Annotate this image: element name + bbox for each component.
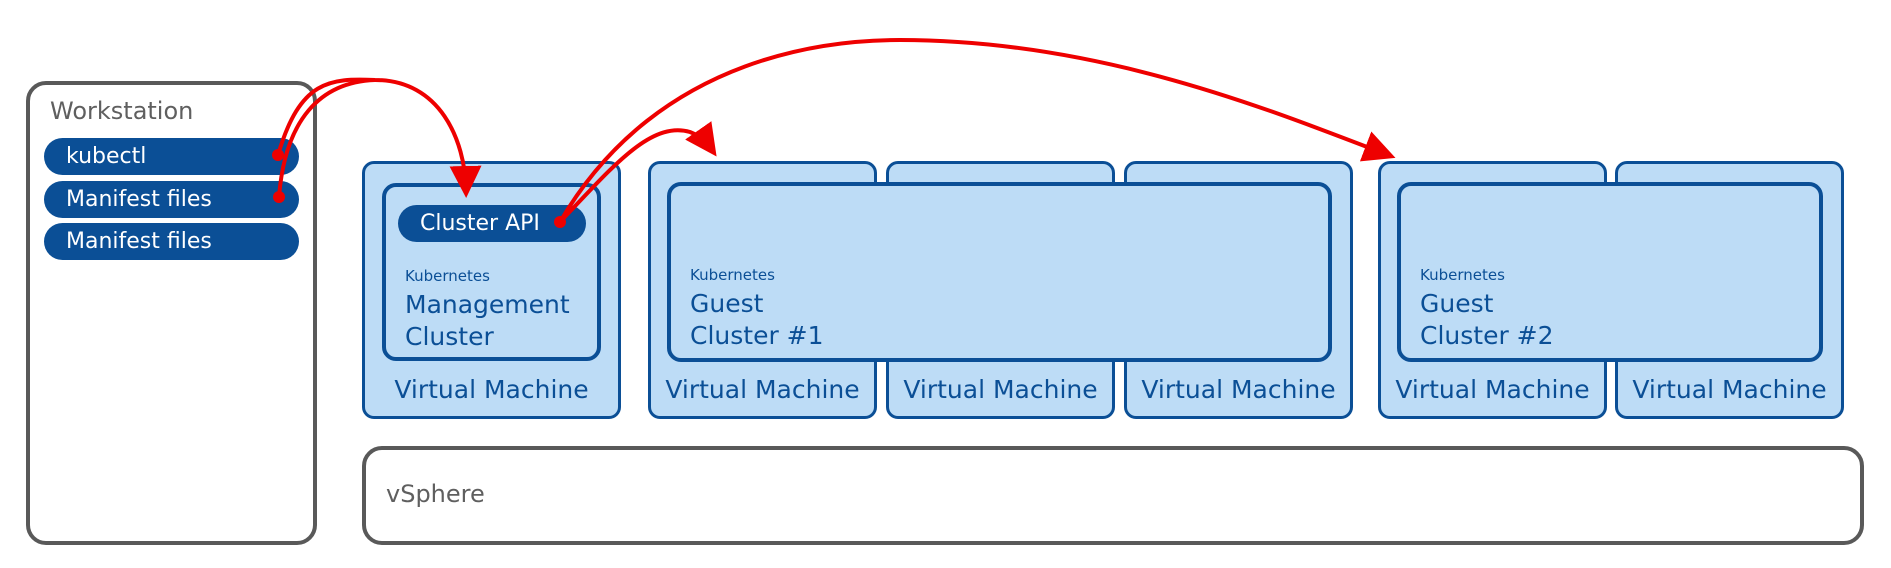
vsphere-label: vSphere (386, 480, 485, 508)
manifest-files-pill-1[interactable]: Manifest files (44, 181, 299, 218)
vm-label: Virtual Machine (394, 375, 589, 404)
kubernetes-label: Kubernetes (1420, 266, 1505, 284)
vm-label: Virtual Machine (1141, 375, 1336, 404)
manifest-files-pill-2[interactable]: Manifest files (44, 223, 299, 260)
kubernetes-label: Kubernetes (690, 266, 775, 284)
cluster-api-pill[interactable]: Cluster API (398, 205, 586, 242)
vm-label: Virtual Machine (1395, 375, 1590, 404)
vsphere-box: vSphere (362, 446, 1864, 545)
kubernetes-label: Kubernetes (405, 267, 490, 285)
workstation-title: Workstation (50, 97, 194, 125)
vm-label: Virtual Machine (1632, 375, 1827, 404)
vm-label: Virtual Machine (665, 375, 860, 404)
vm-label: Virtual Machine (903, 375, 1098, 404)
kubectl-pill[interactable]: kubectl (44, 138, 299, 175)
